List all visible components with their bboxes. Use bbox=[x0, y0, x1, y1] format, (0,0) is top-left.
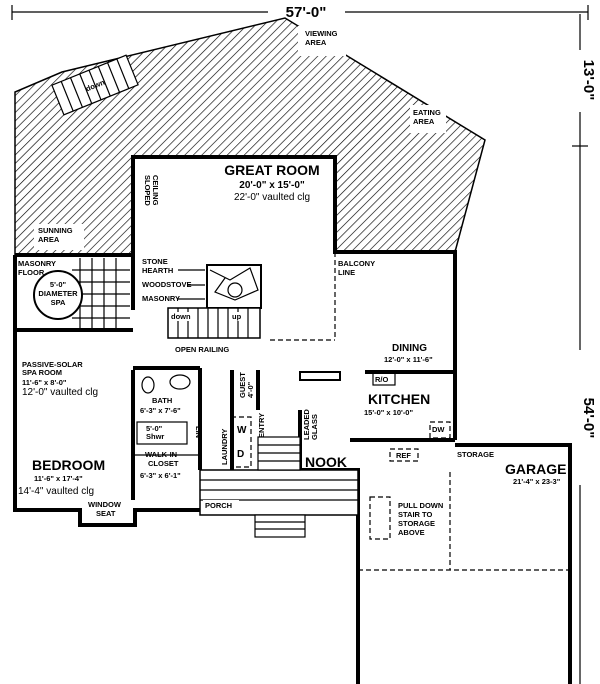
porch-label: PORCH bbox=[205, 501, 232, 510]
nook-name: NOOK bbox=[305, 454, 347, 470]
open-railing-label: OPEN RAILING bbox=[175, 345, 229, 354]
dim-width-total: 57'-0" bbox=[286, 4, 327, 21]
dim-deck-depth: 13'-0" bbox=[580, 60, 597, 101]
laundry-label: LAUNDRY bbox=[220, 429, 229, 465]
dining-name: DINING bbox=[392, 343, 427, 354]
bath-name: BATH bbox=[152, 396, 172, 405]
fixtures: 5'-0"Shwr LIN W D R/O DW REF bbox=[136, 372, 451, 540]
interior-stair: down up bbox=[167, 307, 261, 339]
stair-down-label: down bbox=[171, 312, 191, 321]
guest-closet-label: GUEST4'-0" bbox=[238, 372, 255, 398]
room-labels: GREAT ROOM 20'-0" x 15'-0" 22'-0" vaulte… bbox=[18, 162, 566, 537]
washer-label: W bbox=[237, 425, 247, 436]
masonry-label: MASONRY bbox=[142, 294, 180, 303]
dining-size: 12'-0" x 11'-6" bbox=[384, 355, 433, 364]
porch: PORCH bbox=[199, 436, 359, 538]
storage-label: STORAGE bbox=[457, 450, 494, 459]
sloped-ceiling-label: SLOPEDCEILING bbox=[143, 175, 160, 206]
shower-label: 5'-0"Shwr bbox=[146, 424, 164, 441]
dim-depth-total: 54'-0" bbox=[580, 398, 597, 439]
dimension-lines: 57'-0" 13'-0" 54'-0" bbox=[11, 4, 597, 684]
kitchen-size: 15'-0" x 10'-0" bbox=[364, 408, 413, 417]
kitchen-name: KITCHEN bbox=[368, 391, 430, 407]
bedroom-name: BEDROOM bbox=[32, 457, 105, 473]
great-room-name: GREAT ROOM bbox=[224, 162, 319, 178]
leaded-glass-label: LEADEDGLASS bbox=[302, 409, 319, 440]
bedroom-size: 11'-6" x 17'-4" bbox=[34, 474, 83, 483]
stair-up-label: up bbox=[232, 312, 242, 321]
dryer-label: D bbox=[237, 449, 244, 460]
great-room-size: 20'-0" x 15'-0" bbox=[239, 180, 305, 191]
entry-label: ENTRY bbox=[257, 413, 266, 438]
woodstove-label: WOODSTOVE bbox=[142, 280, 191, 289]
bath-size: 6'-3" x 7'-6" bbox=[140, 406, 181, 415]
garage-name: GARAGE bbox=[505, 461, 566, 477]
great-room-ceiling: 22'-0" vaulted clg bbox=[234, 192, 310, 203]
bedroom-ceiling: 14'-4" vaulted clg bbox=[18, 486, 94, 497]
garage-size: 21'-4" x 23-3" bbox=[513, 477, 561, 486]
linen-label: LIN bbox=[194, 426, 203, 438]
refrigerator-label: REF bbox=[396, 451, 411, 460]
deck-stair: down bbox=[51, 54, 139, 116]
dishwasher-label: DW bbox=[432, 425, 445, 434]
fireplace bbox=[206, 264, 262, 309]
spa-room-ceiling: 12'-0" vaulted clg bbox=[22, 387, 98, 398]
range-label: R/O bbox=[375, 375, 389, 384]
closet-size: 6'-3" x 6'-1" bbox=[140, 471, 181, 480]
spa-room-size: 11'-6" x 8'-0" bbox=[22, 378, 67, 387]
